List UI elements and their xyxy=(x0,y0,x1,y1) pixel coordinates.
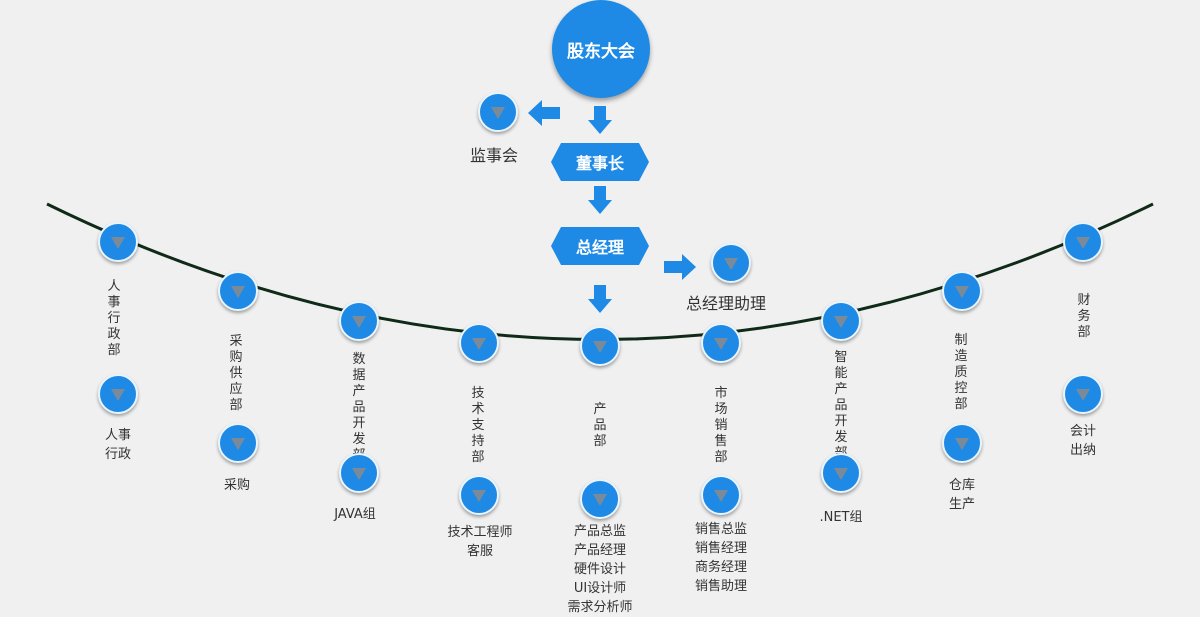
sub-item: 客服 xyxy=(466,544,493,559)
sub-list: 技术工程师 客服 xyxy=(420,523,540,561)
sub-item: 技术工程师 xyxy=(447,525,513,540)
shareholders-label: 股东大会 xyxy=(567,41,635,62)
sub-list: 仓库 生产 xyxy=(902,476,1022,514)
arrow-down-icon xyxy=(588,186,612,216)
department-node xyxy=(218,271,258,311)
department-node xyxy=(942,271,982,311)
department-name: 人事行政部 xyxy=(107,279,121,358)
sub-item: 销售总监 xyxy=(694,522,747,537)
chairman-label: 董事长 xyxy=(575,154,624,173)
sub-node xyxy=(218,423,258,463)
sub-item: 商务经理 xyxy=(694,560,747,575)
department-name: 采购供应部 xyxy=(229,334,243,413)
sub-item: 产品经理 xyxy=(573,543,626,558)
sub-list: 会计 出纳 xyxy=(1023,422,1143,460)
sub-list: 产品总监 产品经理 硬件设计 UI设计师 需求分析师 xyxy=(540,522,660,617)
sub-item: 仓库 xyxy=(948,478,975,493)
sub-node xyxy=(821,453,861,493)
department-name: 市场销售部 xyxy=(714,386,728,465)
chairman-node: 董事长 xyxy=(551,143,649,181)
sub-list: 销售总监 销售经理 商务经理 销售助理 xyxy=(661,520,781,596)
arrow-right-icon xyxy=(664,254,696,280)
sub-item: 会计 xyxy=(1069,424,1096,439)
sub-list: 人事 行政 xyxy=(58,426,178,464)
sub-item: 硬件设计 xyxy=(573,562,626,577)
sub-item: 人事 xyxy=(104,428,131,443)
department-name: 制造质控部 xyxy=(954,333,968,412)
arrow-left-icon xyxy=(528,100,560,126)
gm-label: 总经理 xyxy=(575,238,624,257)
department-node xyxy=(821,301,861,341)
department-node xyxy=(580,326,620,366)
sub-item: .NET组 xyxy=(819,510,863,525)
sub-item: 行政 xyxy=(104,447,131,462)
sub-list: .NET组 xyxy=(781,508,901,527)
supervisors-label: 监事会 xyxy=(470,146,519,165)
sub-node xyxy=(580,479,620,519)
sub-node xyxy=(942,423,982,463)
department-node xyxy=(1063,222,1103,262)
sub-item: 采购 xyxy=(223,478,250,493)
department-node xyxy=(701,323,741,363)
sub-list: JAVA组 xyxy=(295,505,415,524)
sub-node xyxy=(98,374,138,414)
department-name: 数据产品开发部 xyxy=(352,352,366,463)
arrow-down-icon xyxy=(588,285,612,315)
sub-item: UI设计师 xyxy=(573,581,627,596)
shareholders-node: 股东大会 xyxy=(552,0,650,98)
sub-node xyxy=(1063,374,1103,414)
sub-item: 销售经理 xyxy=(694,541,747,556)
sub-item: 出纳 xyxy=(1069,443,1096,458)
sub-item: 销售助理 xyxy=(694,579,747,594)
arrow-down-icon xyxy=(588,106,612,136)
department-name: 财务部 xyxy=(1077,293,1091,340)
sub-node xyxy=(339,453,379,493)
sub-node xyxy=(701,475,741,515)
sub-node xyxy=(459,475,499,515)
department-name: 产品部 xyxy=(593,402,607,449)
department-node xyxy=(459,323,499,363)
department-name: 智能产品开发部 xyxy=(834,350,848,461)
gm-assistant-node xyxy=(711,243,751,283)
gm-assistant-label: 总经理助理 xyxy=(686,294,767,313)
sub-item: 产品总监 xyxy=(573,524,626,539)
sub-item: 生产 xyxy=(948,497,975,512)
sub-item: 需求分析师 xyxy=(567,600,633,615)
department-node xyxy=(98,222,138,262)
supervisors-node xyxy=(478,92,518,132)
sub-list: 采购 xyxy=(177,476,297,495)
department-name: 技术支持部 xyxy=(471,386,485,465)
gm-node: 总经理 xyxy=(551,227,649,265)
sub-item: JAVA组 xyxy=(334,507,376,522)
department-node xyxy=(339,301,379,341)
